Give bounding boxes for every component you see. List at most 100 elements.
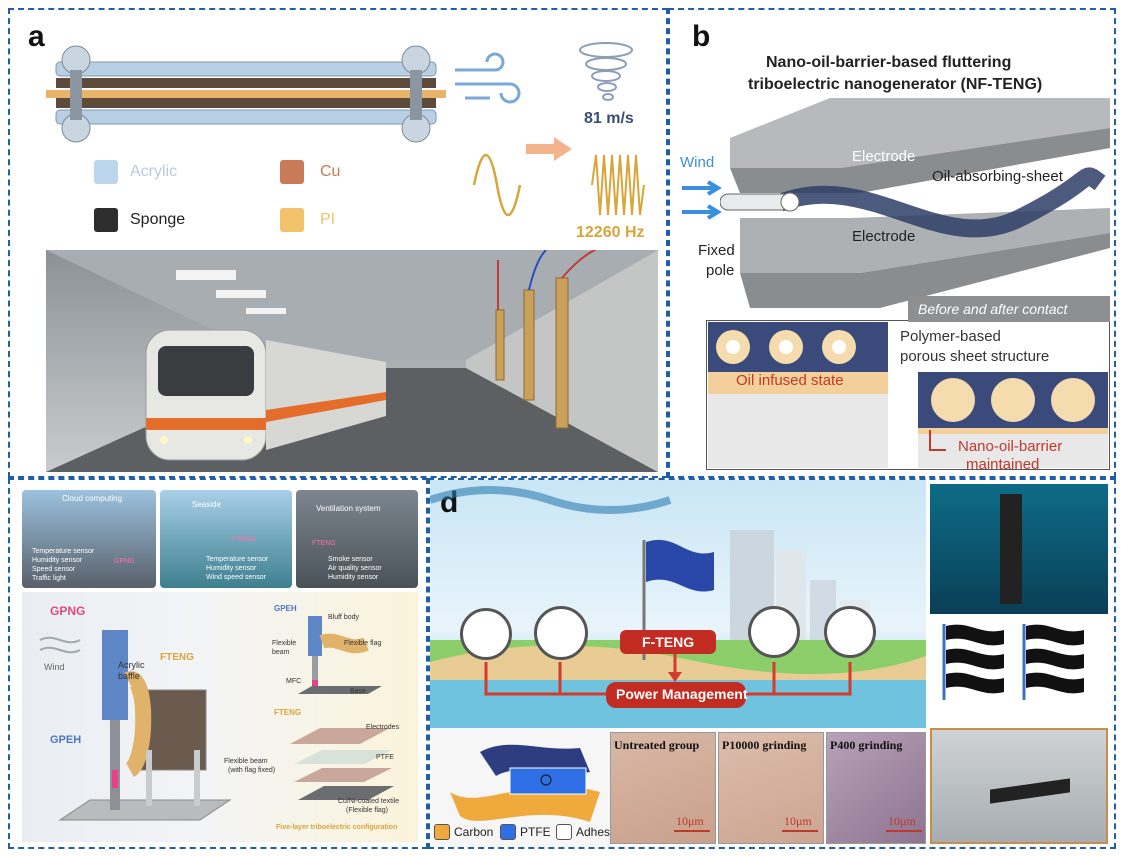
- micrograph-p400: [826, 732, 926, 844]
- legend-carbon-swatch: [434, 824, 450, 840]
- legend-adhesive-swatch: [556, 824, 572, 840]
- base-label: Base: [350, 688, 366, 695]
- fteng-layers-drawing: [290, 728, 394, 800]
- camera-icon[interactable]: [824, 606, 876, 658]
- power-management-label: Power Management: [616, 686, 748, 702]
- arrow-right-icon: [526, 137, 572, 161]
- panel-c: c Cloud computing Temperature sensor Hum…: [8, 478, 428, 849]
- micrograph-untreated: [610, 732, 716, 844]
- acrylic-baffle-label-2: baffle: [118, 671, 140, 681]
- flexible-beam-label-2: beam: [272, 649, 290, 656]
- oil-infused-label: Oil infused state: [736, 372, 844, 389]
- tile-cloud-badge: GPNG: [114, 558, 135, 565]
- fteng-box: [620, 630, 716, 654]
- tunnel-train-scene: [46, 250, 658, 472]
- flexible-beam-flag-label-1: Flexible beam: [224, 758, 268, 765]
- electrodes-label: Electrodes: [366, 724, 400, 731]
- tile-seaside-title: Seaside: [192, 500, 221, 509]
- micrograph-untreated-scale: 10μm: [676, 814, 704, 828]
- gpeh-right-label: GPEH: [274, 604, 297, 613]
- tile-cloud-item: Traffic light: [32, 575, 66, 582]
- five-layer-label: Five-layer triboelectric configuration: [276, 824, 398, 831]
- micrograph-p400-scale: 10μm: [888, 814, 916, 828]
- panel-b-title-line2: triboelectric nanogenerator (NF-TENG): [748, 76, 1043, 93]
- tornado-icon: [579, 42, 633, 101]
- stacked-plate-device: [46, 45, 446, 143]
- nano-oil-barrier-label-2: maintained: [966, 456, 1040, 473]
- micrograph-p10000: [718, 732, 824, 844]
- gpeh-components-drawing: [298, 616, 382, 694]
- panel-b-label: b: [692, 20, 711, 53]
- nano-oil-barrier-label-1: Nano-oil-barrier: [958, 438, 1063, 455]
- tile-seaside-badge: FTENG: [232, 536, 256, 543]
- cu-ni-label-2: (Flexible flag): [346, 807, 389, 814]
- micrograph-untreated-title: Untreated group: [614, 738, 700, 752]
- weather-station-icon[interactable]: [460, 608, 512, 660]
- wind-speed-value: 81 m/s: [584, 110, 634, 127]
- signal-tower-icon[interactable]: [748, 606, 800, 658]
- wind-arrows-icon: [682, 180, 722, 220]
- legend-cu-swatch: [280, 160, 304, 184]
- fteng-right-label: FTENG: [274, 708, 302, 717]
- acrylic-baffle-label-1: Acrylic: [118, 660, 145, 670]
- legend-acrylic-label: Acrylic: [130, 163, 178, 180]
- electrode-bottom-label: Electrode: [852, 228, 916, 245]
- scale-bar: [674, 830, 710, 832]
- fteng-box-label: F-TENG: [642, 634, 695, 650]
- gpng-device-drawing: [39, 630, 232, 821]
- mfc-label: MFC: [286, 678, 302, 685]
- cu-ni-label-1: Cu/Ni-coated textile: [338, 798, 400, 805]
- scenario-tile-ventilation: [296, 490, 418, 588]
- legend-ptfe-label: PTFE: [520, 825, 551, 839]
- before-after-label: Before and after contact: [918, 301, 1068, 317]
- oil-sheet-label: Oil-absorbing-sheet: [932, 168, 1063, 185]
- frequency-value: 12260 Hz: [576, 224, 645, 241]
- panel-d: d F-TENG Power Management: [428, 478, 1116, 849]
- legend-acrylic-swatch: [94, 160, 118, 184]
- panel-a-label: a: [28, 20, 45, 53]
- panel-a: a 81 m/s 12260: [8, 8, 668, 478]
- tile-ventilation-badge: FTENG: [312, 540, 336, 547]
- power-management-box: [606, 682, 746, 708]
- fixed-pole-label-1: Fixed: [698, 242, 735, 259]
- tile-cloud-title: Cloud computing: [62, 494, 123, 503]
- tile-ventilation-item: Smoke sensor: [328, 556, 373, 563]
- bluff-body-label: Bluff body: [328, 614, 360, 621]
- micrograph-p10000-title: P10000 grinding: [722, 738, 807, 752]
- scale-bar: [782, 830, 818, 832]
- thermometer-display-icon[interactable]: [534, 606, 588, 660]
- wind-icon: [455, 52, 521, 104]
- porous-label-2: porous sheet structure: [900, 348, 1050, 365]
- legend-pi-label: PI: [320, 211, 336, 228]
- legend-pi-swatch: [280, 208, 304, 232]
- tile-cloud-item: Speed sensor: [32, 566, 76, 573]
- tile-ventilation-title: Ventilation system: [316, 504, 381, 513]
- flexible-beam-flag-label-2: (with flag fixed): [228, 767, 276, 774]
- power-lines: [484, 650, 852, 696]
- scenario-tile-cloud: [22, 490, 156, 588]
- panel-b-title-line1: Nano-oil-barrier-based fluttering: [766, 54, 1012, 71]
- legend-ptfe-swatch: [500, 824, 516, 840]
- wind-label: Wind: [680, 154, 715, 171]
- scale-bar: [886, 830, 922, 832]
- underwater-device: [1000, 494, 1022, 604]
- flexible-beam-label-1: Flexible: [272, 640, 297, 647]
- tile-seaside-item: Wind speed sensor: [206, 574, 266, 581]
- legend-carbon-label: Carbon: [454, 825, 494, 839]
- wind-label-c: Wind: [44, 662, 65, 672]
- flexible-flag-label: Flexible flag: [344, 640, 382, 647]
- tile-cloud-item: Humidity sensor: [32, 557, 83, 564]
- porous-sheet-diagram: [708, 322, 1108, 468]
- sine-wave-icon: [472, 153, 522, 217]
- gpng-label: GPNG: [50, 604, 86, 618]
- micrograph-p10000-scale: 10μm: [784, 814, 812, 828]
- nf-teng-device-diagram: [720, 98, 1110, 308]
- fteng-label: FTENG: [160, 652, 194, 663]
- flag-layers-drawing: [450, 744, 600, 822]
- tile-seaside-item: Temperature sensor: [206, 556, 269, 563]
- electrode-top-label: Electrode: [852, 148, 916, 165]
- before-after-header: [908, 296, 1110, 322]
- ptfe-label-c: PTFE: [376, 754, 394, 761]
- legend-cu-label: Cu: [320, 163, 341, 180]
- micrograph-p400-title: P400 grinding: [830, 738, 903, 752]
